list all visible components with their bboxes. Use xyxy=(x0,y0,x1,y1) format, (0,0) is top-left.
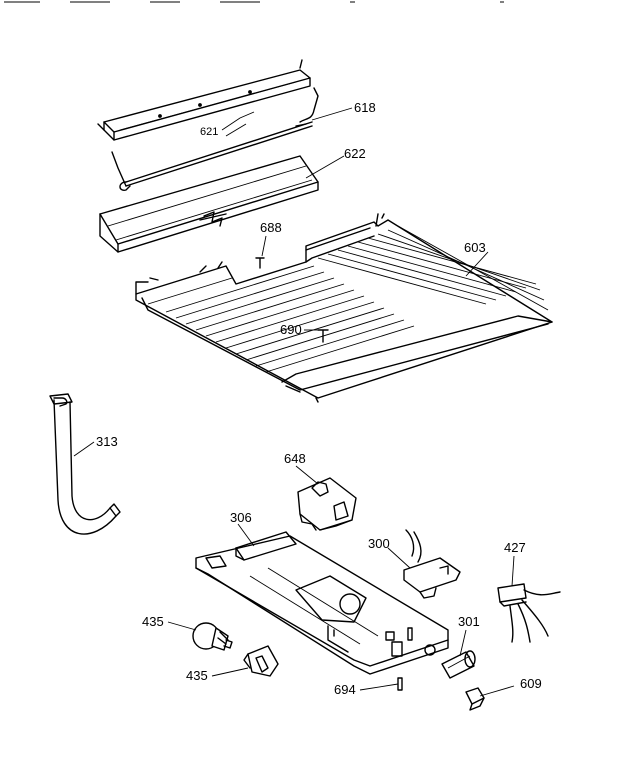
socket-part xyxy=(243,645,279,677)
rod-part xyxy=(111,121,313,191)
callout-609: 609 xyxy=(520,676,542,691)
callout-621: 621 xyxy=(200,126,218,138)
cylinder-part xyxy=(441,650,476,679)
callout-301: 301 xyxy=(458,614,480,629)
leader-lines xyxy=(73,107,515,697)
callout-306: 306 xyxy=(230,510,252,525)
tray-part xyxy=(135,213,553,403)
callout-313: 313 xyxy=(96,434,118,449)
relay-part xyxy=(297,477,357,531)
callout-622: 622 xyxy=(344,146,366,161)
bulb-part xyxy=(192,622,233,651)
callout-435-bulb: 435 xyxy=(142,614,164,629)
callout-694: 694 xyxy=(334,682,356,697)
housing-part xyxy=(195,531,449,675)
callout-603: 603 xyxy=(464,240,486,255)
knob-part xyxy=(465,687,485,711)
callout-688: 688 xyxy=(260,220,282,235)
screw-690 xyxy=(317,329,329,343)
callout-427: 427 xyxy=(504,540,526,555)
callout-648: 648 xyxy=(284,451,306,466)
callout-690: 690 xyxy=(280,322,302,337)
connector-part xyxy=(497,583,561,643)
callout-300: 300 xyxy=(368,536,390,551)
callout-618: 618 xyxy=(354,100,376,115)
callout-435-socket: 435 xyxy=(186,668,208,683)
pin-694 xyxy=(397,677,403,691)
screw-688 xyxy=(255,257,265,269)
switch-part xyxy=(403,529,461,599)
channel-part xyxy=(99,155,319,253)
tube-part xyxy=(49,393,121,535)
bracket-rail-part xyxy=(97,59,319,141)
